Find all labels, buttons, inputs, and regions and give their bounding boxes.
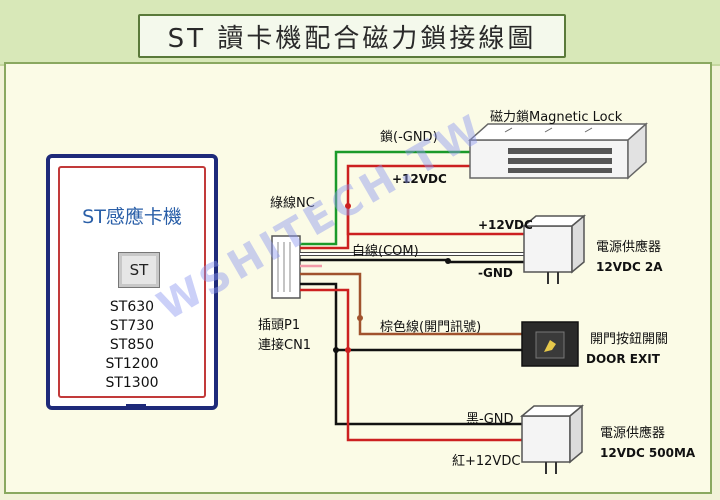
green-wire-label: 綠線NC [270,196,315,211]
door-exit-label: 開門按鈕開關 [590,332,669,347]
card-reader-tab [126,404,146,409]
white-wire-label: 白線(COM) [352,244,419,259]
junction-dot [345,203,351,209]
connector-p1-icon [271,235,301,299]
model-item: ST1300 [105,375,159,391]
wire-green [300,150,470,246]
psu1-12v-label: +12VDC [478,218,533,232]
title-bar: ST 讀卡機配合磁力鎖接線圖 [0,0,720,66]
psu2-label: 電源供應器 [600,426,666,441]
psu1-gnd-label: -GND [478,266,513,280]
page-title: ST 讀卡機配合磁力鎖接線圖 [138,14,566,58]
psu1-label: 電源供應器 [596,240,662,255]
wire-black-psu2 [334,350,522,426]
wire-black-psu1 [300,258,524,264]
connector-label-1: 插頭P1 [258,318,301,333]
junction-dot [345,347,351,353]
brown-wire-label: 棕色線(開門訊號) [380,320,482,335]
psu2-12v-label: 紅+12VDC [452,454,521,469]
model-item: ST630 [109,299,155,315]
wire-red-psu1 [346,206,524,236]
lock-12v-label: +12VDC [392,172,447,186]
door-exit-icon [521,321,579,367]
power-supply-2-icon [519,404,585,474]
card-reader-title: ST感應卡機 [82,206,182,228]
model-item: ST730 [109,318,155,334]
st-logo-icon: ST [118,252,160,288]
wire-black-exit [300,282,522,352]
lock-gnd-label: 鎖(-GND) [380,130,438,145]
psu1-spec: 12VDC 2A [596,260,663,274]
card-reader-inner-border: ST感應卡機 ST ST630 ST730 ST850 ST1200 ST130… [58,166,206,398]
card-reader: ST感應卡機 ST ST630 ST730 ST850 ST1200 ST130… [46,154,218,410]
wire-brown [300,272,522,336]
magnetic-lock-icon [468,122,648,180]
psu2-spec: 12VDC 500MA [600,446,696,460]
model-item: ST850 [109,337,155,353]
door-exit-sub: DOOR EXIT [586,352,660,366]
connector-label-2: 連接CN1 [258,338,312,353]
model-item: ST1200 [105,356,159,372]
wire-red-psu2 [300,288,522,442]
junction-dot [445,258,451,264]
model-list: ST630 ST730 ST850 ST1200 ST1300 [60,298,204,393]
power-supply-1-icon [521,214,587,284]
junction-dot [357,315,363,321]
psu2-gnd-label: 黑-GND [466,412,514,427]
magnetic-lock-label: 磁力鎖Magnetic Lock [490,110,623,125]
